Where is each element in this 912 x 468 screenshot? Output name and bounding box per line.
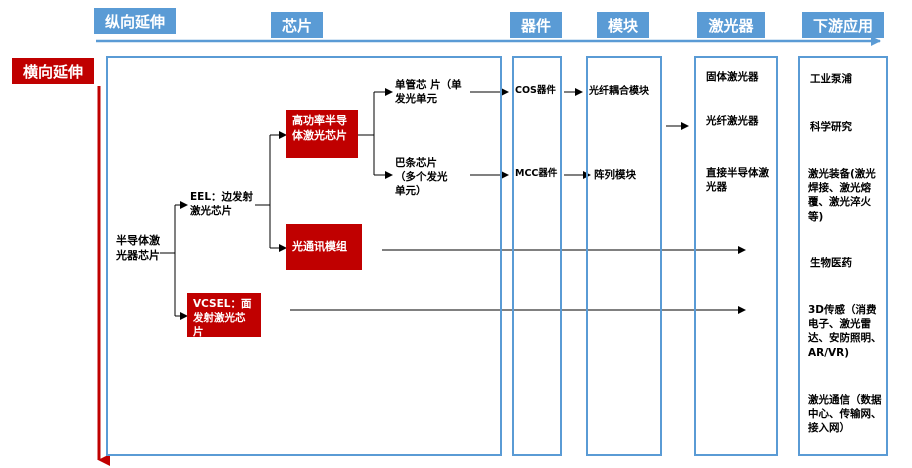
column-downstream <box>798 56 888 456</box>
downstream-item: 科学研究 <box>810 121 852 133</box>
downstream-item: 生物医药 <box>810 257 852 269</box>
node-mcc: MCC器件 <box>515 168 558 179</box>
node-direct-laser: 直接半导体激光器 <box>706 167 769 194</box>
downstream-item: 激光装备(激光焊接、激光熔覆、激光淬火等) <box>808 168 876 223</box>
column-chip <box>106 56 502 456</box>
node-fiber-laser: 光纤激光器 <box>706 115 759 127</box>
downstream-item: 3D传感（消费电子、激光雷达、安防照明、AR/VR) <box>808 304 882 359</box>
column-module <box>586 56 662 456</box>
header-horizontal-extension: 横向延伸 <box>12 58 94 84</box>
downstream-item: 激光通信（数据中心、传输网、接入网） <box>808 394 882 435</box>
node-array-module: 阵列模块 <box>594 169 636 181</box>
node-eel: EEL：边发射激光芯片 <box>190 191 254 218</box>
header-laser: 激光器 <box>697 12 765 38</box>
header-downstream: 下游应用 <box>802 12 884 38</box>
header-vertical-extension: 纵向延伸 <box>94 8 176 34</box>
node-optical-comm: 光通讯模组 <box>286 224 362 270</box>
header-device: 器件 <box>510 12 562 38</box>
node-solid-laser: 固体激光器 <box>706 71 759 83</box>
column-laser <box>694 56 778 456</box>
column-device <box>512 56 562 456</box>
node-high-power: 高功率半导体激光芯片 <box>286 110 358 158</box>
node-semiconductor-laser-chip: 半导体激光器芯片 <box>116 234 160 262</box>
node-fiber-coupled: 光纤耦合模块 <box>589 86 649 97</box>
downstream-item: 工业泵浦 <box>810 73 852 85</box>
header-module: 模块 <box>597 12 649 38</box>
node-cos: COS器件 <box>515 85 556 96</box>
node-single-tube: 单管芯 片（单发光单元 <box>395 79 462 106</box>
node-vcsel: VCSEL：面发射激光芯片 <box>187 293 261 338</box>
node-bar-chip: 巴条芯片（多个发光单元） <box>395 157 448 198</box>
header-chip: 芯片 <box>271 12 323 38</box>
